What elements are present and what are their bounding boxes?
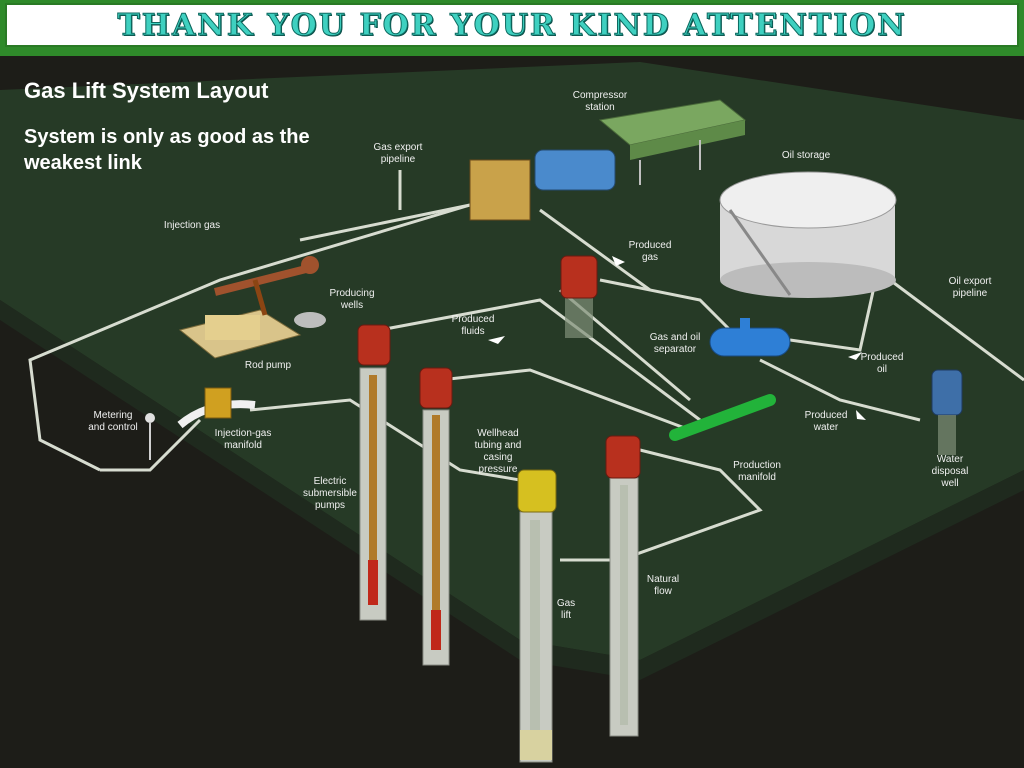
flow-arrows [488,256,866,420]
gas-lift-well [517,469,557,763]
slide-subtitle: System is only as good as the weakest li… [24,126,310,174]
compressor-station [469,99,747,221]
production-return-line [560,448,763,562]
injection-manifold-line [249,398,521,482]
pipeline-network [28,170,1024,562]
oil-export-pipe [889,278,1024,382]
natural-flow-well [605,435,641,737]
label-rod-pump: Rod pump [245,360,292,371]
banner-text: THANK YOU FOR YOUR KIND ATTENTION [117,7,907,43]
gas-export-pipe [299,203,471,242]
gas-well [560,255,598,338]
rod-pump [178,256,326,359]
production-manifold [669,394,776,441]
fluids-line-2 [439,368,691,432]
injection-gas-manifold [145,387,256,460]
label-oil-storage: Oil storage [782,150,831,161]
produced-fluids-line [379,298,701,422]
water-line [759,358,921,422]
metering-line [100,418,202,472]
banner-frame: THANK YOU FOR YOUR KIND ATTENTION [5,3,1019,47]
compressor-to-separator [539,208,651,292]
gas-oil-separator [709,318,791,357]
producing-well-2 [419,367,453,666]
gas-to-separator [599,278,742,342]
injection-gas-pipe [28,203,471,472]
producing-well-1 [357,324,391,621]
title-banner: THANK YOU FOR YOUR KIND ATTENTION [0,0,1024,56]
water-disposal-well [931,369,963,455]
oil-storage-tank [719,171,897,298]
slide-title: Gas Lift System Layout [24,78,269,103]
label-injection-gas: Injection gas [164,220,220,231]
